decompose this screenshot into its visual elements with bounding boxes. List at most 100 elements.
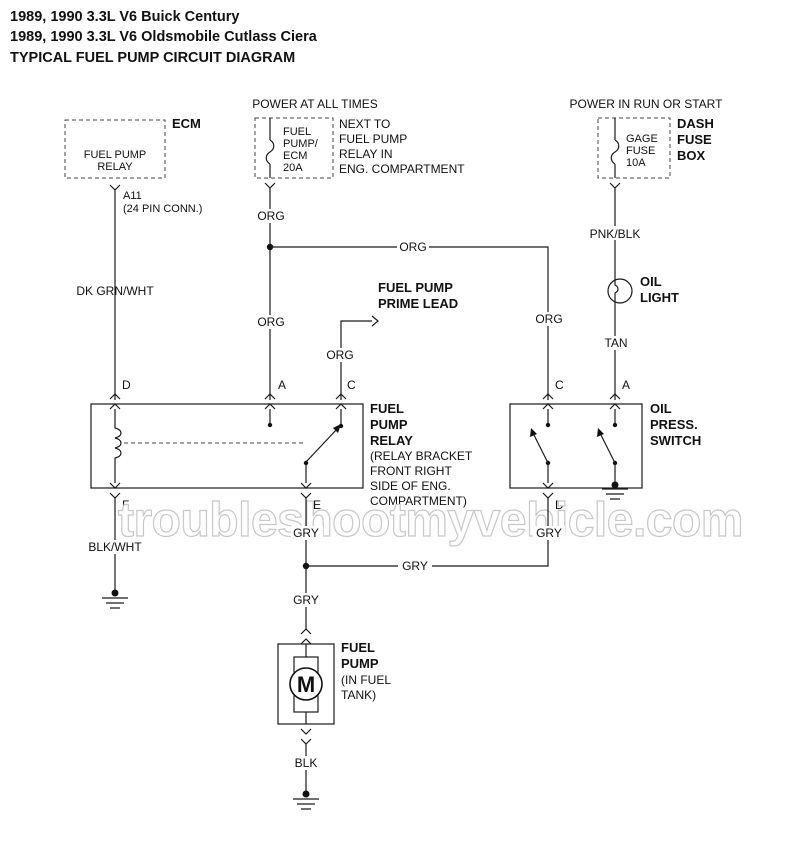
pump-title-1: FUEL bbox=[341, 640, 375, 655]
fuse1-location-3: RELAY IN bbox=[339, 147, 393, 161]
wire-prime-lead bbox=[340, 315, 379, 400]
wire-label-tan: TAN bbox=[604, 336, 627, 350]
relay-pin-a-label: A bbox=[278, 378, 286, 392]
oil-light-filament bbox=[614, 279, 619, 303]
switch-contact-a-point bbox=[612, 422, 618, 428]
fuse2-symbol bbox=[610, 118, 620, 178]
switch-ground-point bbox=[611, 481, 619, 489]
label-backer-org-right bbox=[533, 312, 565, 326]
wire-label-gry-pump: GRY bbox=[293, 593, 319, 607]
wire-label-gry-switch: GRY bbox=[536, 526, 562, 540]
relay-location-4: COMPARTMENT) bbox=[370, 494, 467, 508]
label-backer-org-top bbox=[255, 209, 285, 223]
ecm-connector bbox=[109, 184, 121, 400]
wire-label-gry-relay: GRY bbox=[293, 526, 319, 540]
fuse1-label-1: FUEL bbox=[283, 126, 311, 138]
pump-ground-icon bbox=[293, 798, 319, 810]
relay-location-1: (RELAY BRACKET bbox=[370, 449, 473, 463]
label-backer-gry-switch bbox=[533, 526, 565, 540]
fuse1-label-4: 20A bbox=[283, 162, 303, 174]
oil-light-bulb bbox=[607, 278, 633, 304]
watermark: troubleshootmyvehicle.com bbox=[118, 494, 743, 547]
label-backer-org-mid bbox=[397, 240, 429, 254]
label-backer-tan bbox=[600, 336, 632, 350]
wire-label-org-mid: ORG bbox=[399, 240, 426, 254]
switch-arm-left bbox=[532, 432, 549, 464]
fuse1-connector bbox=[264, 182, 276, 189]
ecm-title: ECM bbox=[172, 116, 201, 131]
fuse-box-label-2: FUSE bbox=[677, 132, 712, 147]
fuse1-label-3: ECM bbox=[283, 150, 307, 162]
relay-switch-arm bbox=[305, 427, 339, 463]
ecm-box bbox=[64, 119, 166, 179]
ecm-inner-line-2: RELAY bbox=[97, 161, 133, 173]
oil-light-label-2: LIGHT bbox=[640, 290, 679, 305]
ecm-pin-label: A11 bbox=[123, 190, 142, 202]
relay-pin-d-connector bbox=[109, 393, 121, 410]
title-line-2: 1989, 1990 3.3L V6 Oldsmobile Cutlass Ci… bbox=[10, 29, 318, 45]
fuse1-symbol bbox=[265, 118, 275, 178]
label-backer-org-left bbox=[255, 315, 285, 329]
fuse2-box bbox=[597, 117, 671, 179]
label-backer-gry-mid bbox=[398, 559, 432, 573]
relay-title-3: RELAY bbox=[370, 433, 413, 448]
wire-org-branch bbox=[270, 246, 549, 400]
pump-location-2: TANK) bbox=[341, 688, 376, 702]
wire-label-org-right: ORG bbox=[535, 312, 562, 326]
relay-title-1: FUEL bbox=[370, 401, 404, 416]
pump-location-1: (IN FUEL bbox=[341, 673, 391, 687]
switch-arrow-right bbox=[597, 428, 604, 437]
relay-pin-a-connector bbox=[264, 393, 276, 410]
ecm-inner-line-1: FUEL PUMP bbox=[84, 149, 147, 161]
fuse1-location-2: FUEL PUMP bbox=[339, 132, 407, 146]
prime-lead-label-1: FUEL PUMP bbox=[378, 280, 453, 295]
wire-label-pnk-blk: PNK/BLK bbox=[590, 227, 641, 241]
relay-pin-d-label: D bbox=[122, 378, 131, 392]
switch-arm-right bbox=[599, 432, 616, 464]
relay-location-2: FRONT RIGHT bbox=[370, 464, 452, 478]
wire-label-gry-mid: GRY bbox=[402, 559, 428, 573]
label-backer-pnk-blk bbox=[588, 226, 644, 240]
pump-bottom-connector bbox=[300, 728, 312, 745]
relay-pin-c-label: C bbox=[347, 378, 356, 392]
label-backer-gry-pump bbox=[290, 593, 322, 607]
relay-pin-e-label: E bbox=[313, 498, 321, 512]
wire-gry-switch bbox=[306, 498, 549, 567]
pump-motor-label: M bbox=[297, 672, 315, 697]
relay-location-3: SIDE OF ENG. bbox=[370, 479, 451, 493]
fuse2-label-1: GAGE bbox=[626, 133, 658, 145]
label-backer-blk bbox=[291, 756, 323, 770]
power-run-start-label: POWER IN RUN OR START bbox=[570, 97, 724, 111]
wire-label-blk: BLK bbox=[295, 756, 318, 770]
fuse1-location-4: ENG. COMPARTMENT bbox=[339, 162, 465, 176]
pump-motor-circle bbox=[289, 667, 323, 701]
fuse1-label-2: PUMP/ bbox=[283, 138, 319, 150]
pump-top-connector bbox=[300, 628, 312, 645]
title-line-3: TYPICAL FUEL PUMP CIRCUIT DIAGRAM bbox=[10, 50, 295, 66]
switch-pin-c-connector bbox=[542, 393, 554, 410]
wire-label-org-left: ORG bbox=[257, 315, 284, 329]
label-backer-gry-relay bbox=[291, 526, 323, 540]
switch-arrow-left bbox=[530, 428, 537, 437]
switch-pin-a-label: A bbox=[622, 378, 630, 392]
switch-title-2: PRESS. bbox=[650, 417, 698, 432]
wire-label-org-prime: ORG bbox=[326, 348, 353, 362]
title-line-1: 1989, 1990 3.3L V6 Buick Century bbox=[10, 9, 239, 25]
fuse1-location-1: NEXT TO bbox=[339, 117, 390, 131]
relay-pin-f-label: F bbox=[122, 498, 129, 512]
switch-ground-icon bbox=[602, 488, 628, 500]
label-backer-org-prime bbox=[324, 348, 356, 362]
fuse-box-label-3: BOX bbox=[677, 148, 706, 163]
switch-title-3: SWITCH bbox=[650, 433, 701, 448]
oil-light-label-1: OIL bbox=[640, 274, 662, 289]
switch-pin-c-label: C bbox=[555, 378, 564, 392]
relay-pin-c-connector bbox=[335, 393, 347, 410]
oil-pressure-switch-box bbox=[509, 403, 643, 489]
prime-lead-label-2: PRIME LEAD bbox=[378, 296, 458, 311]
ecm-connector-label: (24 PIN CONN.) bbox=[123, 203, 202, 215]
pump-ground-point bbox=[302, 790, 310, 798]
switch-title-1: OIL bbox=[650, 401, 672, 416]
fuse2-connector bbox=[609, 182, 621, 189]
